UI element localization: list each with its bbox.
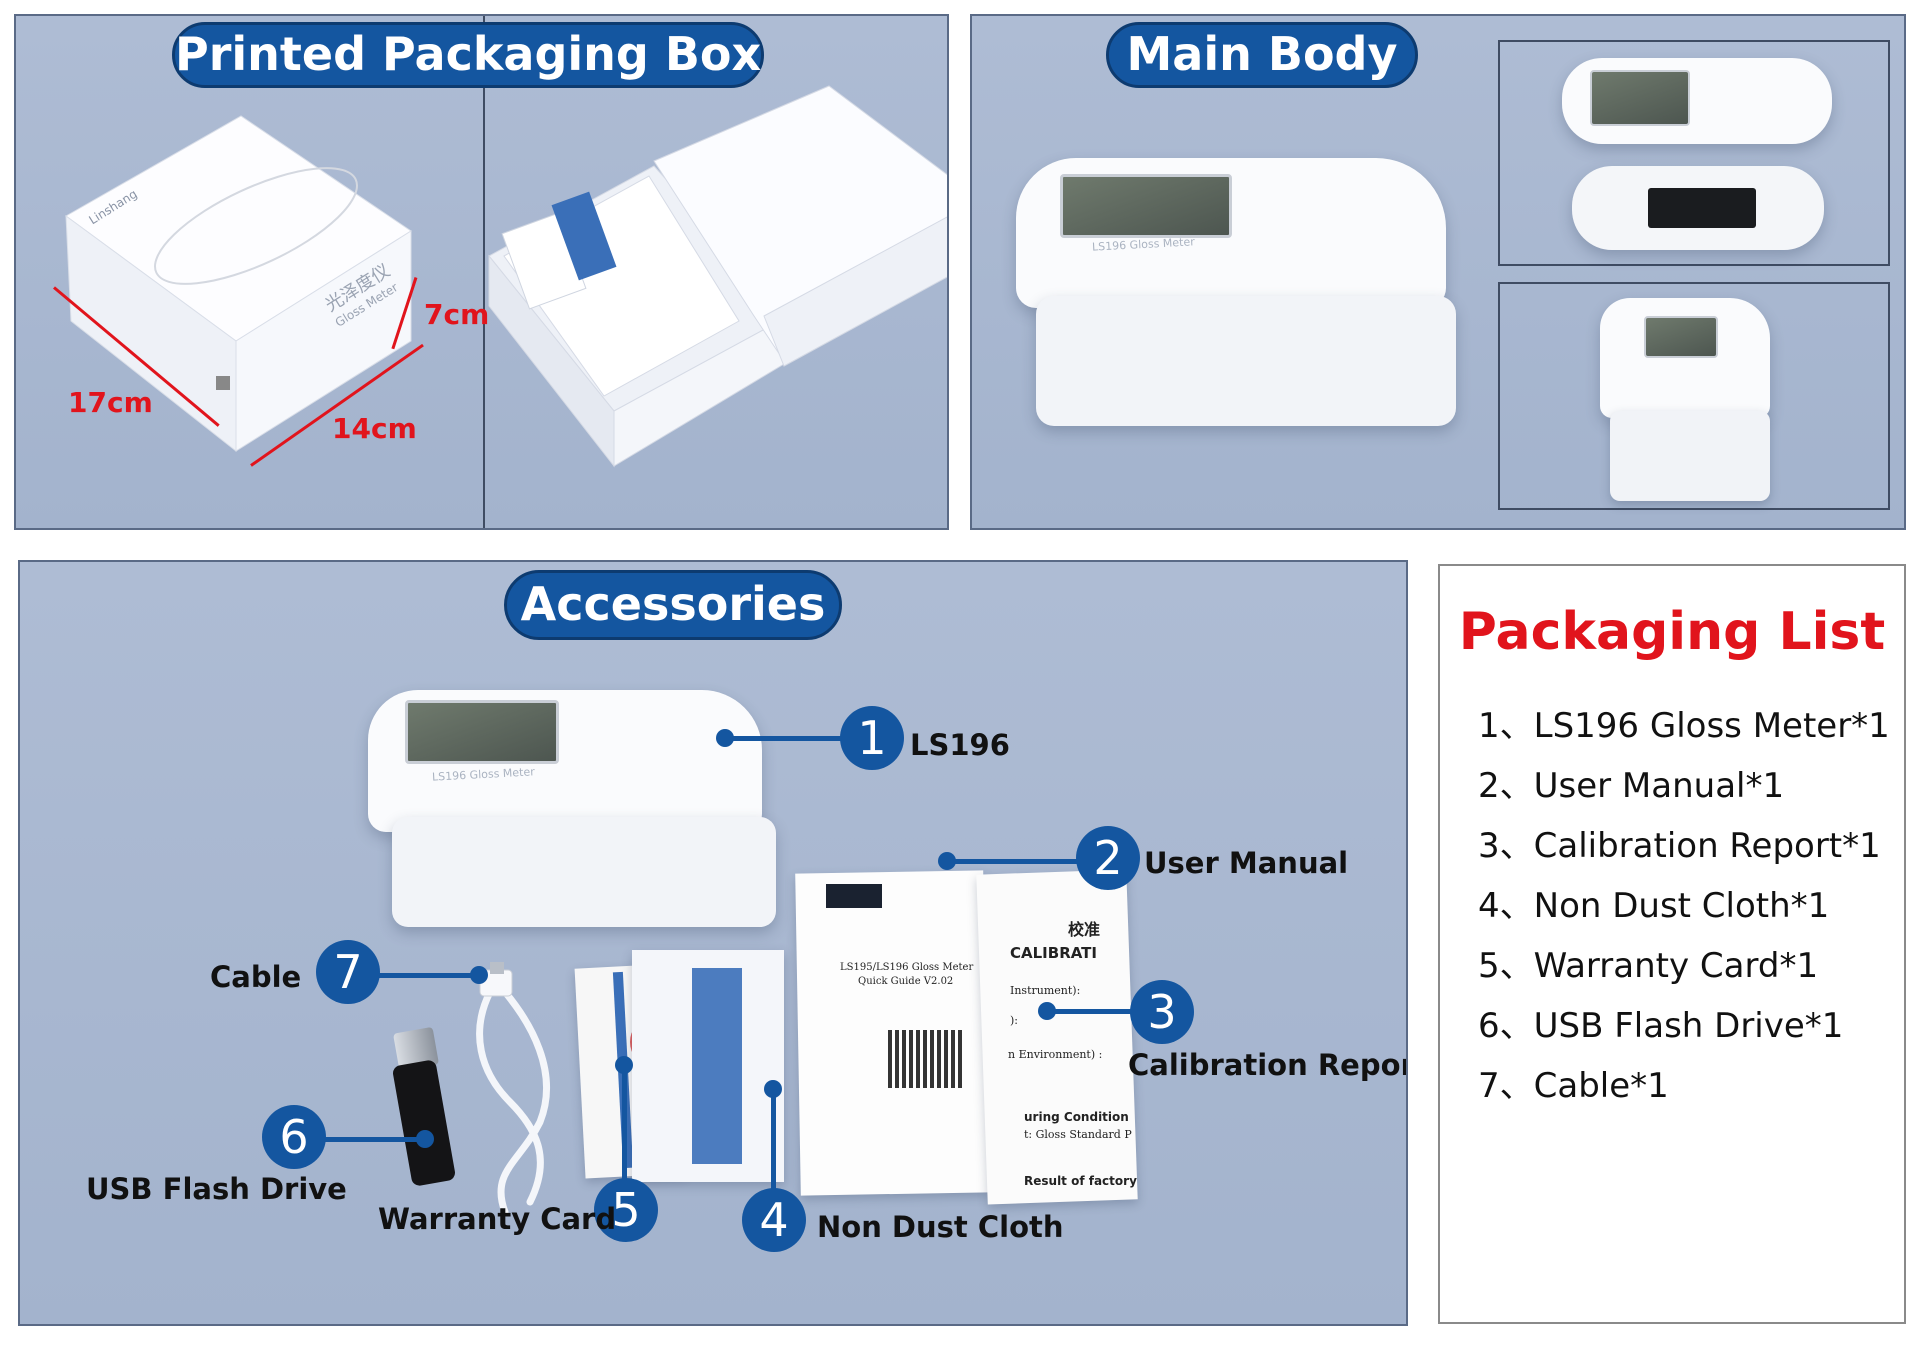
callout-line-7 <box>378 973 474 978</box>
packaging-list-item: 5、Warranty Card*1 <box>1478 946 1819 986</box>
manual-title: LS195/LS196 Gloss Meter <box>840 962 974 973</box>
callout-num-2: 2 <box>1076 826 1140 890</box>
packaging-box-panel: Linshang 光泽度仪 Gloss Meter 17cm 14cm 7cm <box>14 14 949 530</box>
calib-line-1: Instrument): <box>1010 984 1081 997</box>
callout-line-5 <box>622 1066 627 1196</box>
manual-subtitle: Quick Guide V2.02 <box>858 976 954 987</box>
packaging-list-item: 4、Non Dust Cloth*1 <box>1478 886 1830 926</box>
callout-label-4: Non Dust Cloth <box>817 1210 1064 1244</box>
dim-height: 7cm <box>424 298 490 331</box>
callout-label-6: USB Flash Drive <box>86 1172 347 1206</box>
acc-device-base <box>392 817 776 927</box>
device-side-view-base <box>1610 411 1770 501</box>
callout-line-3 <box>1048 1009 1138 1014</box>
open-box-illustration <box>488 85 947 468</box>
callout-label-7: Cable <box>210 960 302 994</box>
accessories-panel: LS196 Gloss Meter LS195/LS196 Gloss Mete… <box>18 560 1408 1326</box>
callout-num-4: 4 <box>742 1188 806 1252</box>
callout-label-1: LS196 <box>910 728 1010 762</box>
callout-line-6 <box>320 1137 420 1142</box>
calib-heading: CALIBRATI <box>1010 944 1097 962</box>
packaging-list-item: 2、User Manual*1 <box>1478 766 1785 806</box>
main-body-panel: LS196 Gloss Meter <box>970 14 1906 530</box>
device-top-view-screen <box>1590 70 1690 126</box>
packaging-list-items: 1、LS196 Gloss Meter*1 2、User Manual*1 3、… <box>1478 696 1890 1116</box>
device-base <box>1036 296 1456 426</box>
callout-dot-6 <box>416 1130 434 1148</box>
calibration-report-doc <box>976 869 1138 1205</box>
callout-dot-5 <box>615 1056 633 1074</box>
calib-line-4: uring Condition <box>1024 1110 1129 1124</box>
calib-line-6: Result of factory <box>1024 1174 1137 1188</box>
calib-line-2: ): <box>1010 1014 1018 1027</box>
packaging-list-item: 3、Calibration Report*1 <box>1478 826 1881 866</box>
packaging-list-item: 1、LS196 Gloss Meter*1 <box>1478 706 1890 746</box>
calib-cn-heading: 校准 <box>1068 920 1101 939</box>
callout-num-3: 3 <box>1130 980 1194 1044</box>
acc-device-screen <box>405 700 559 764</box>
callout-label-2: User Manual <box>1144 846 1349 880</box>
callout-num-1: 1 <box>840 706 904 770</box>
calib-line-5: t: Gloss Standard P <box>1024 1128 1132 1141</box>
callout-label-3: Calibration Report <box>1128 1048 1408 1082</box>
inset-top-frame <box>1498 40 1890 266</box>
dim-length: 17cm <box>68 386 153 419</box>
packaging-list-panel: Packaging List 1、LS196 Gloss Meter*1 2、U… <box>1438 564 1906 1324</box>
callout-dot-7 <box>470 966 488 984</box>
callout-dot-3 <box>1038 1002 1056 1020</box>
packaging-list-item: 6、USB Flash Drive*1 <box>1478 1006 1844 1046</box>
photo-divider <box>483 16 485 528</box>
callout-num-6: 6 <box>262 1105 326 1169</box>
cloth-bag-stripe <box>692 968 742 1164</box>
packaging-list-item: 7、Cable*1 <box>1478 1066 1669 1106</box>
dim-width: 14cm <box>332 412 417 445</box>
manual-qr-code <box>888 1030 962 1088</box>
accessories-title: Accessories <box>504 570 842 640</box>
device-side-view-screen <box>1644 316 1718 358</box>
main-body-title: Main Body <box>1106 22 1418 88</box>
callout-num-5: 5 <box>594 1178 658 1242</box>
device-screen <box>1060 174 1232 238</box>
callout-line-4 <box>771 1090 776 1210</box>
usb-cable-illustration <box>476 962 551 1216</box>
calib-line-3: n Environment) : <box>1008 1048 1103 1061</box>
closed-box-illustration <box>65 115 412 453</box>
callout-dot-1 <box>716 729 734 747</box>
callout-dot-2 <box>938 852 956 870</box>
callout-dot-4 <box>764 1080 782 1098</box>
manual-logo-badge <box>826 884 882 908</box>
inset-bottom-frame <box>1498 282 1890 510</box>
device-bottom-window <box>1648 188 1756 228</box>
packaging-list-title: Packaging List <box>1458 602 1886 662</box>
callout-num-7: 7 <box>316 940 380 1004</box>
callout-line-1 <box>726 736 844 741</box>
packaging-box-title: Printed Packaging Box <box>172 22 764 88</box>
callout-label-5: Warranty Card <box>378 1202 617 1236</box>
callout-line-2 <box>948 859 1108 864</box>
